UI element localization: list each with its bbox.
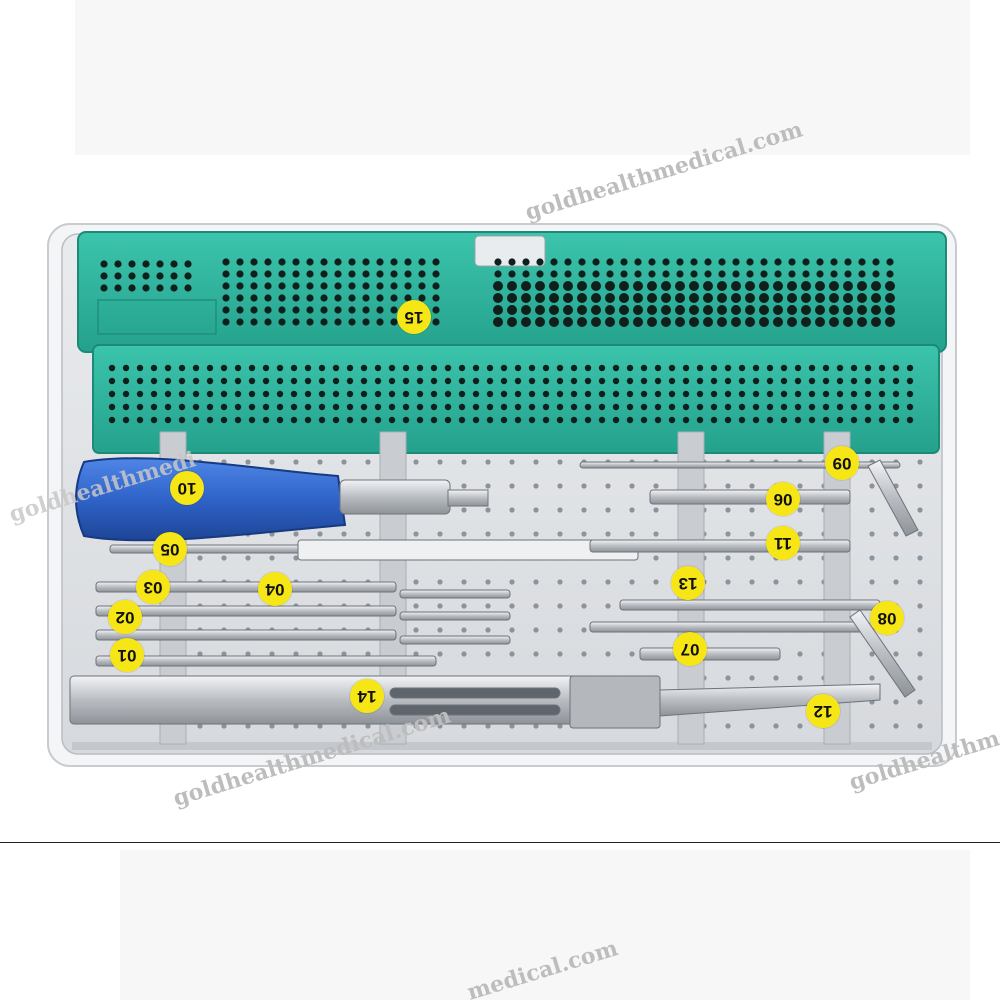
callout-label-10: 10 <box>170 471 204 505</box>
rack-gauge <box>97 299 217 335</box>
callout-label-06: 06 <box>766 482 800 516</box>
callout-label-09: 09 <box>825 446 859 480</box>
callout-label-04: 04 <box>258 572 292 606</box>
tray-lip <box>72 742 932 750</box>
teal-screw-rack <box>77 231 947 454</box>
callout-label-07: 07 <box>673 632 707 666</box>
top-background-band <box>75 0 970 155</box>
callout-label-02: 02 <box>108 600 142 634</box>
callout-label-14: 14 <box>350 679 384 713</box>
callout-label-05: 05 <box>153 532 187 566</box>
blue-handle <box>75 457 489 542</box>
watermark-top: goldhealthmedical.com <box>522 116 806 225</box>
callout-label-01: 01 <box>110 638 144 672</box>
bottom-background-band <box>120 850 970 1000</box>
callout-label-08: 08 <box>870 601 904 635</box>
callout-label-12: 12 <box>806 694 840 728</box>
rack-latch <box>474 235 546 267</box>
divider-line <box>0 842 1000 843</box>
callout-label-13: 13 <box>671 566 705 600</box>
callout-label-15: 15 <box>397 300 431 334</box>
callout-label-03: 03 <box>136 570 170 604</box>
watermark-bottom: medical.com <box>464 935 621 1000</box>
callout-label-11: 11 <box>766 526 800 560</box>
